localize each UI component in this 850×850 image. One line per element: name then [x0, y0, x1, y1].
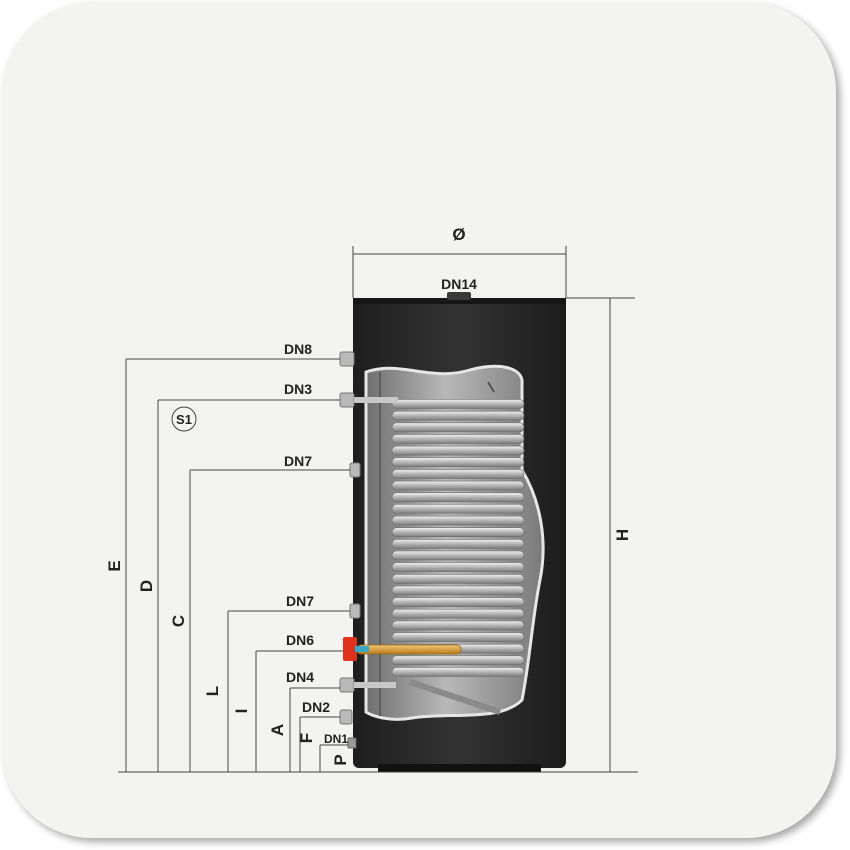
coil-turn	[391, 632, 525, 642]
sensor-s1-label: S1	[176, 412, 192, 427]
dn2-stub	[339, 709, 353, 725]
top-port-label: DN14	[441, 276, 477, 292]
coil-turn	[391, 410, 525, 421]
dim-label-f: F	[297, 733, 316, 743]
heat-exchanger-coil	[391, 399, 525, 677]
dn6-heater-flange	[343, 637, 357, 661]
coil-turn	[391, 597, 525, 607]
port-label-dn2: DN2	[302, 699, 330, 715]
coil-turn	[391, 480, 525, 491]
port-label-dn6: DN6	[286, 632, 314, 648]
coil-turn	[391, 445, 525, 456]
dim-label-e: E	[105, 560, 124, 571]
coil-supply-pipe	[487, 381, 495, 393]
coil-turn	[391, 550, 525, 561]
dim-label-d: D	[137, 580, 156, 592]
tank-foot	[378, 764, 541, 772]
port-label-dn8: DN8	[284, 341, 312, 357]
dim-label-i: I	[232, 709, 251, 714]
dn6-heater-tip	[355, 646, 369, 652]
height-label: H	[613, 529, 632, 541]
dim-label-c: C	[169, 615, 188, 627]
port-label-dn7-upper: DN7	[284, 453, 312, 469]
sensor-s1-circle	[171, 406, 197, 432]
coil-turn	[391, 539, 525, 549]
dn7-lower-stub	[349, 603, 361, 619]
tank-top-cap	[353, 298, 566, 304]
coil-turn	[391, 399, 525, 409]
dim-label-a: A	[268, 724, 287, 736]
dn1-stub	[347, 737, 357, 749]
coil-turn	[391, 457, 525, 468]
dimension-lines	[118, 246, 638, 773]
coil-return-pipe	[409, 679, 501, 715]
dim-label-l: L	[203, 686, 222, 696]
coil-turn	[391, 469, 525, 479]
top-port-stub	[447, 292, 471, 300]
dn4-stub	[339, 677, 355, 693]
port-label-dn1: DN1	[324, 732, 348, 746]
dim-label-p: P	[331, 754, 350, 765]
dn6-heater-rod	[356, 644, 462, 655]
port-label-dn4: DN4	[286, 669, 314, 685]
coil-turn	[391, 562, 525, 572]
dn3-stub	[339, 392, 355, 408]
diameter-label: Ø	[452, 225, 465, 244]
coil-turn	[391, 667, 525, 677]
coil-turn	[391, 504, 525, 514]
coil-turn	[391, 608, 525, 619]
coil-turn	[391, 515, 525, 526]
coil-turn	[391, 620, 525, 631]
dn8-stub	[339, 351, 355, 367]
port-label-dn3: DN3	[284, 381, 312, 397]
coil-turn	[391, 585, 525, 596]
coil-turn	[391, 527, 525, 537]
coil-turn	[391, 434, 525, 444]
coil-turn	[391, 422, 525, 433]
coil-turn	[391, 492, 525, 503]
tank	[353, 292, 566, 772]
coil-turn	[391, 655, 525, 666]
coil-turn	[391, 573, 525, 584]
dn7-upper-stub	[349, 462, 361, 478]
port-stubs	[339, 351, 462, 749]
port-label-dn7-lower: DN7	[286, 593, 314, 609]
